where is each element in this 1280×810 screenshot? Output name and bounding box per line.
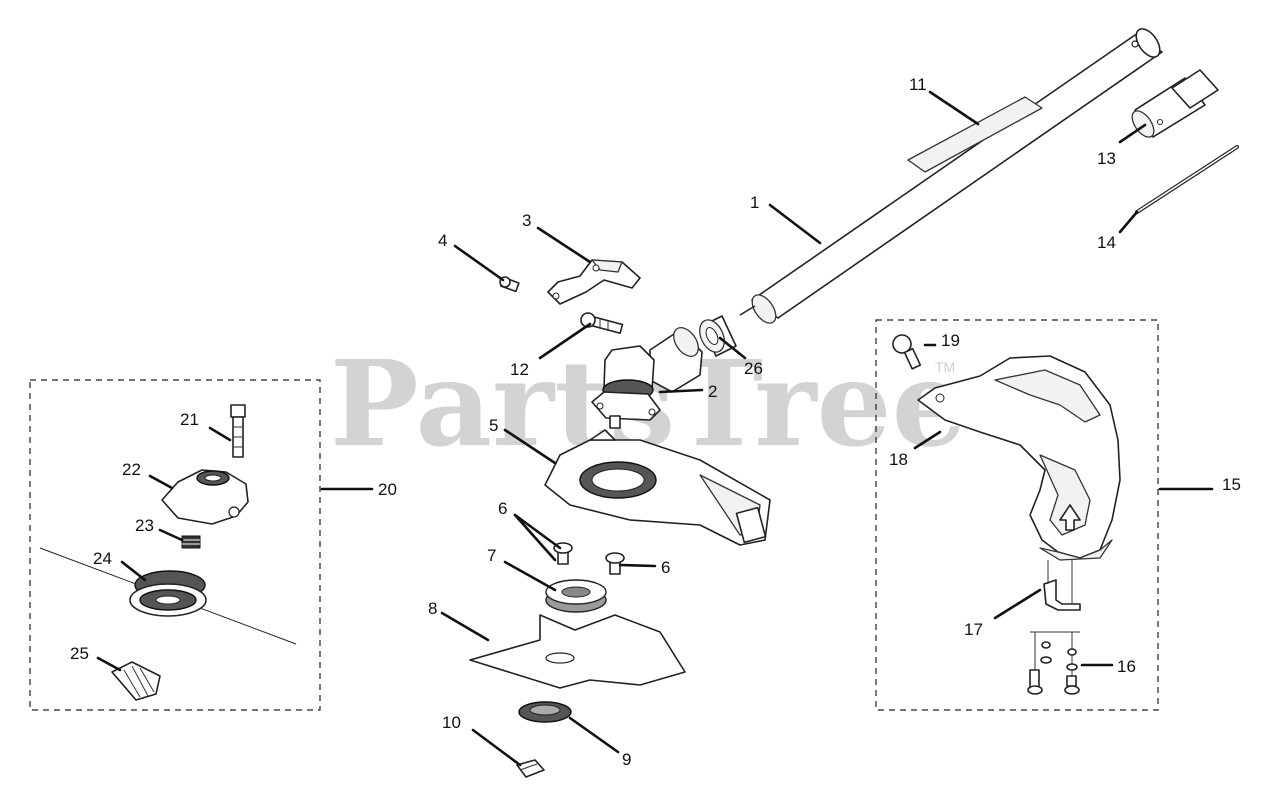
callout-3: 3 xyxy=(522,211,531,230)
part-24-spool[interactable] xyxy=(39,547,297,645)
callout-14: 14 xyxy=(1097,233,1116,252)
callout-25: 25 xyxy=(70,644,89,663)
part-3-bracket[interactable] xyxy=(547,259,641,305)
part-2-gearhead[interactable] xyxy=(591,323,703,429)
callout-10: 10 xyxy=(442,713,461,732)
kit-box-20 xyxy=(29,379,321,711)
callout-26: 26 xyxy=(744,359,763,378)
part-19-screw[interactable] xyxy=(892,334,922,370)
part-11-label[interactable] xyxy=(907,96,1043,173)
part-6-screw-b[interactable] xyxy=(605,552,625,575)
part-22-cover[interactable] xyxy=(161,469,249,525)
callout-11: 11 xyxy=(909,75,927,94)
callout-12: 12 xyxy=(510,360,529,379)
callout-13: 13 xyxy=(1097,149,1116,168)
callout-4: 4 xyxy=(438,231,447,250)
callout-5: 5 xyxy=(489,416,498,435)
kit-box-15 xyxy=(875,319,1159,711)
part-1-shaft[interactable] xyxy=(739,25,1165,328)
callout-16: 16 xyxy=(1117,657,1136,676)
part-9-washer[interactable] xyxy=(518,701,572,723)
part-17-bracket[interactable] xyxy=(1043,579,1081,611)
part-10-nut[interactable] xyxy=(516,759,545,778)
callout-15: 15 xyxy=(1222,475,1241,494)
part-18-shield[interactable] xyxy=(917,355,1121,561)
callout-6a: 6 xyxy=(498,499,507,518)
callout-18: 18 xyxy=(889,450,908,469)
part-21-bolt[interactable] xyxy=(230,404,246,458)
part-13-coupler[interactable] xyxy=(1128,69,1219,141)
callout-20: 20 xyxy=(378,480,397,499)
leader-lines xyxy=(96,90,1214,767)
callout-7: 7 xyxy=(487,546,496,565)
watermark-trademark: TM xyxy=(935,359,955,375)
callout-23: 23 xyxy=(135,516,154,535)
callout-24: 24 xyxy=(93,549,112,568)
part-8-blade[interactable] xyxy=(469,614,686,689)
part-5-guard[interactable] xyxy=(544,429,771,546)
callout-21: 21 xyxy=(180,410,199,429)
callout-1: 1 xyxy=(750,193,759,212)
part-14-rod[interactable] xyxy=(1135,145,1239,214)
part-26-bushing[interactable] xyxy=(695,315,737,357)
callout-9: 9 xyxy=(622,750,631,769)
callout-6b: 6 xyxy=(661,558,670,577)
part-16-hardware[interactable] xyxy=(1027,631,1080,695)
callout-8: 8 xyxy=(428,599,437,618)
part-23-spring[interactable] xyxy=(181,535,201,549)
callout-2: 2 xyxy=(708,382,717,401)
callout-labels: 11 1 13 14 3 4 12 26 2 5 6 6 7 8 9 10 21… xyxy=(70,75,1241,769)
callout-19: 19 xyxy=(941,331,960,350)
part-25-knob[interactable] xyxy=(111,661,161,701)
callout-17: 17 xyxy=(964,620,983,639)
part-7-adapter[interactable] xyxy=(545,579,607,613)
part-12-bolt[interactable] xyxy=(580,312,624,335)
callout-22: 22 xyxy=(122,460,141,479)
